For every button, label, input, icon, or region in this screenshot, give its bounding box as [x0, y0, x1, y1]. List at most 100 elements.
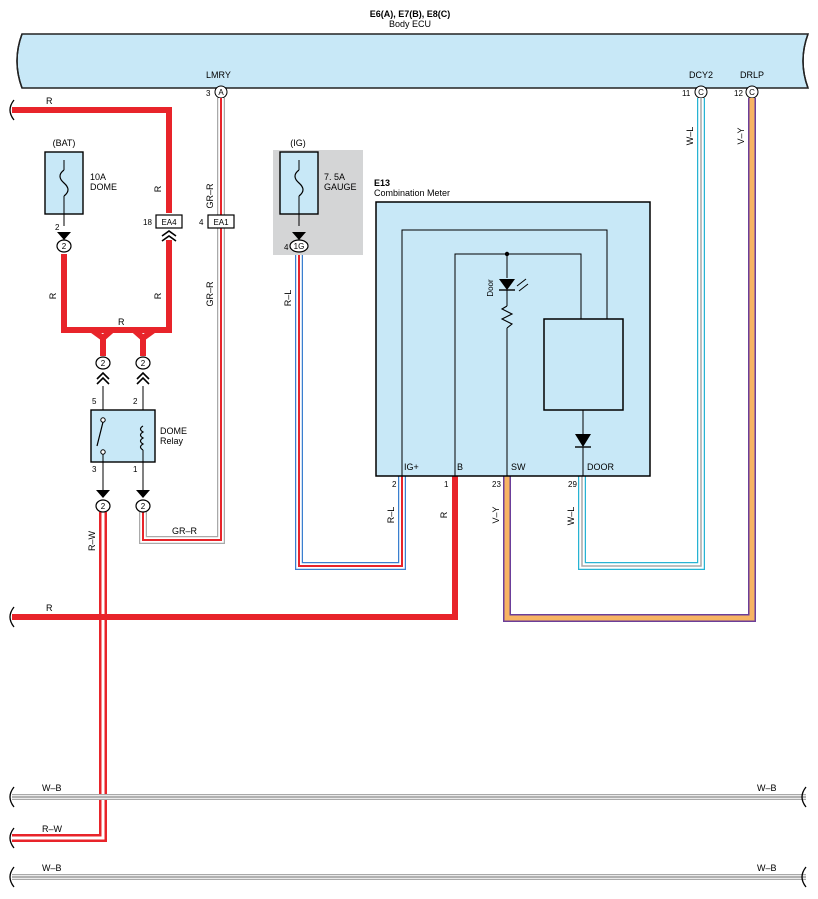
- ground-bus-top: W–B W–B: [9, 783, 807, 808]
- relay-pin-5: 5: [92, 397, 97, 406]
- ecu-name-label: Body ECU: [389, 19, 431, 29]
- wire-label-w-b-3: W–B: [42, 863, 62, 873]
- gauge-fuse-name: GAUGE: [324, 182, 357, 192]
- junction-ea1: 4 EA1: [199, 214, 235, 229]
- junction-ea4: 18 EA4: [143, 214, 183, 242]
- wire-r-main: R R R R R R R: [9, 96, 458, 628]
- wire-label-r-l-left: R–L: [283, 290, 293, 307]
- connector-chevron-icon: [96, 371, 110, 380]
- wire-label-r-w-bottom: R–W: [42, 824, 63, 834]
- meter-pin-b: 1: [444, 480, 449, 489]
- gauge-fuse-pin: 4: [284, 243, 289, 252]
- wire-label-r-b-terminal: R: [439, 511, 449, 518]
- wire-label-w-b-2: W–B: [757, 783, 777, 793]
- gauge-fuse-source: (IG): [290, 138, 306, 148]
- wire-label-r-l-right: R–L: [386, 507, 396, 524]
- connector-arrow-icon: [57, 232, 71, 240]
- ecu-pin-drlp-conn: C: [749, 88, 755, 97]
- ecu-pin-dcy2-num: 11: [682, 89, 691, 98]
- gauge-fuse-conn: 1G: [294, 242, 305, 251]
- ecu-pin-lmry: LMRY 3 A: [206, 70, 231, 99]
- door-led-icon: [499, 279, 515, 290]
- meter-door-label: Door: [486, 279, 495, 297]
- meter-name: Combination Meter: [374, 188, 450, 198]
- meter-pin-sw: 23: [492, 480, 501, 489]
- meter-terminal-sw: SW: [511, 462, 526, 472]
- ecu-connectors-label: E6(A), E7(B), E8(C): [370, 9, 451, 19]
- relay-coil-icon: [139, 425, 145, 451]
- wire-label-r-ea4-bottom: R: [153, 292, 163, 299]
- junction-ea4-code: EA4: [161, 218, 177, 227]
- dome-fuse-source: (BAT): [53, 138, 76, 148]
- wire-v-y: V–Y V–Y: [491, 98, 756, 622]
- wire-label-w-b-4: W–B: [757, 863, 777, 873]
- relay-switch-icon: [96, 421, 104, 447]
- wire-label-v-y-bottom: V–Y: [491, 506, 501, 523]
- ecu-pin-drlp-num: 12: [734, 89, 743, 98]
- junction-chevron-icon: [161, 230, 177, 237]
- wire-r-w: R–W R–W: [9, 512, 107, 849]
- fuse-symbol-icon: [294, 169, 304, 197]
- ecu-pin-dcy2-conn: C: [698, 88, 704, 97]
- dome-relay: 5 2 DOME Relay 3 1: [90, 386, 187, 496]
- ecu-pin-lmry-num: 3: [206, 89, 211, 98]
- gauge-fuse: (IG) 7. 5A GAUGE 4 1G: [273, 138, 363, 255]
- wire-gr-r: GR–R GR–R GR–R: [139, 98, 225, 544]
- wire-label-r-ea4-top: R: [153, 185, 163, 192]
- meter-pin-ig: 2: [392, 480, 397, 489]
- gauge-fuse-rating: 7. 5A: [324, 172, 345, 182]
- relay-pin-3: 3: [92, 465, 97, 474]
- relay-conn-right: 2: [141, 359, 146, 368]
- resistor-icon: [500, 305, 514, 329]
- relay-conn-bottom-left: 2: [101, 502, 106, 511]
- ecu-pin-lmry-name: LMRY: [206, 70, 231, 80]
- relay-sub: Relay: [160, 436, 184, 446]
- wire-label-w-b-1: W–B: [42, 783, 62, 793]
- meter-terminal-door: DOOR: [587, 462, 615, 472]
- relay-pin-1: 1: [133, 465, 138, 474]
- wire-label-r-lower: R: [46, 603, 53, 613]
- fuse-symbol-icon: [59, 169, 69, 197]
- relay-box: [90, 409, 156, 463]
- dome-fuse: (BAT) 10A DOME 2 2: [44, 138, 117, 253]
- relay-conn-bottom-right: 2: [141, 502, 146, 511]
- meter-terminal-b: B: [457, 462, 463, 472]
- relay-name: DOME: [160, 426, 187, 436]
- relay-input-connectors: 2 2: [95, 356, 151, 385]
- relay-output-connectors: 2 2: [95, 490, 151, 513]
- ground-bus-bottom: W–B W–B: [9, 863, 807, 888]
- meter-id: E13: [374, 178, 390, 188]
- combination-meter: E13 Combination Meter Door IG+ B SW DOOR…: [374, 178, 651, 489]
- wire-label-gr-r-top: GR–R: [205, 183, 215, 209]
- wire-label-gr-r-bottom: GR–R: [172, 526, 198, 536]
- relay-conn-left: 2: [101, 359, 106, 368]
- ecu-pin-drlp-name: DRLP: [740, 70, 764, 80]
- wire-label-w-l-top: W–L: [685, 127, 695, 146]
- wire-label-r-cross: R: [118, 317, 125, 327]
- ecu-pin-lmry-conn: A: [218, 88, 224, 97]
- wire-w-l: W–L W–L: [566, 98, 705, 570]
- meter-pin-door: 29: [568, 480, 577, 489]
- wire-label-r-top: R: [46, 96, 53, 106]
- ecu-pin-drlp: DRLP 12 C: [734, 70, 764, 99]
- connector-arrow-icon: [96, 490, 110, 498]
- wire-label-gr-r-mid: GR–R: [205, 281, 215, 307]
- dome-fuse-rating: 10A: [90, 172, 106, 182]
- body-ecu: E6(A), E7(B), E8(C) Body ECU LMRY 3 A DC…: [16, 9, 810, 99]
- dome-fuse-name: DOME: [90, 182, 117, 192]
- relay-pin-2: 2: [133, 397, 138, 406]
- wire-label-r-dome-fuse: R: [48, 292, 58, 299]
- junction-ea4-num: 18: [143, 218, 152, 227]
- wire-label-v-y-top: V–Y: [736, 127, 746, 144]
- ecu-pin-dcy2-name: DCY2: [689, 70, 713, 80]
- meter-ic-block: [543, 318, 624, 411]
- junction-ea1-code: EA1: [213, 218, 229, 227]
- meter-terminal-ig: IG+: [404, 462, 419, 472]
- wire-label-r-w-vertical: R–W: [87, 530, 97, 551]
- connector-arrow-icon: [292, 232, 306, 240]
- dome-fuse-pin: 2: [55, 223, 60, 232]
- junction-ea1-num: 4: [199, 218, 204, 227]
- dome-fuse-conn: 2: [62, 242, 67, 251]
